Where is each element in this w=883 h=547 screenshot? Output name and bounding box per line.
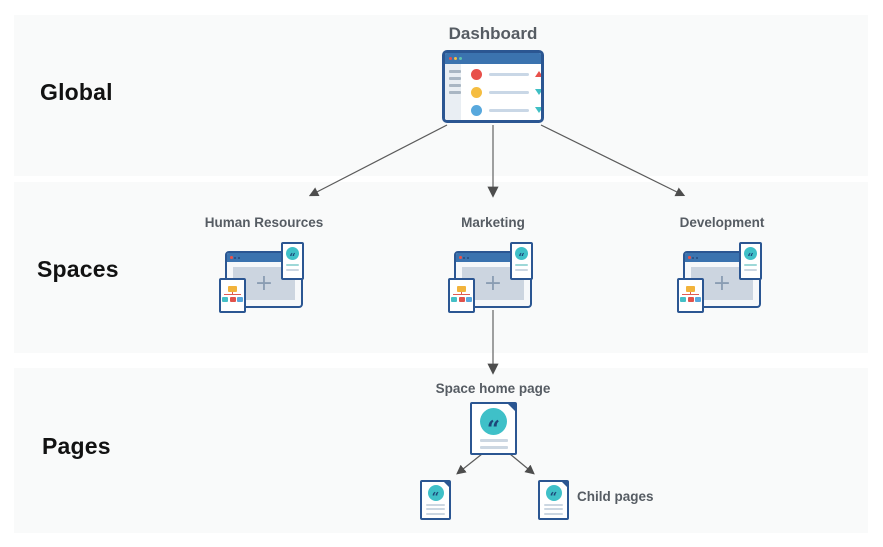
bullet-yellow-icon — [471, 86, 482, 98]
dashboard-label: Dashboard — [448, 24, 538, 43]
text-line — [544, 508, 563, 510]
titlebar-dot-teal-icon — [459, 57, 462, 60]
org-chart-icon — [219, 278, 246, 313]
titlebar-dot-icon — [466, 256, 469, 259]
titlebar-dot-red-icon — [459, 256, 462, 259]
text-line — [286, 269, 299, 271]
space-label: Human Resources — [204, 215, 324, 230]
window-titlebar — [685, 253, 759, 262]
page-fold-corner-icon — [443, 481, 450, 488]
row-label-global: Global — [40, 79, 113, 105]
row-label-spaces: Spaces — [37, 256, 119, 282]
titlebar-dot-red-icon — [230, 256, 233, 259]
browser-body — [445, 64, 541, 120]
dashboard-row — [471, 104, 541, 116]
page-fold-corner-icon — [561, 481, 568, 488]
text-line — [744, 264, 757, 266]
window-titlebar — [227, 253, 301, 262]
text-line — [515, 264, 528, 266]
triangle-down-icon — [535, 89, 541, 95]
quote-page-icon: “ — [739, 242, 762, 280]
titlebar-dot-red-icon — [449, 57, 452, 60]
text-line — [489, 90, 529, 94]
text-line — [426, 508, 445, 510]
org-chart-icon — [448, 278, 475, 313]
row-label-pages: Pages — [42, 433, 111, 459]
bullet-red-icon — [471, 68, 482, 80]
titlebar-dot-icon — [692, 256, 694, 259]
child-page-icon-right: “ — [538, 480, 569, 520]
bullet-blue-icon — [471, 104, 482, 116]
text-line — [744, 269, 757, 271]
quote-circle-icon: “ — [427, 485, 444, 501]
titlebar-dot-icon — [695, 256, 698, 259]
quote-page-icon: “ — [281, 242, 304, 280]
space-node-marketing: Marketing + “ — [418, 215, 568, 315]
text-line — [544, 503, 563, 506]
page-fold-corner-icon — [507, 403, 516, 412]
space-node-human-resources: Human Resources + “ — [189, 215, 339, 315]
text-line — [515, 269, 528, 271]
child-pages-label: Child pages — [577, 489, 654, 504]
titlebar-dot-icon — [237, 256, 240, 259]
quote-page-icon: “ — [510, 242, 533, 280]
triangle-down-icon — [535, 107, 541, 113]
titlebar-dot-icon — [463, 256, 465, 259]
quote-circle-icon: “ — [744, 247, 757, 260]
text-line — [286, 264, 299, 266]
dashboard-node: Dashboard — [418, 24, 568, 123]
org-chart-icon — [677, 278, 704, 313]
quote-circle-icon: “ — [545, 485, 562, 501]
dashboard-browser-icon — [442, 50, 544, 123]
text-line — [489, 72, 529, 76]
quote-circle-icon: “ — [515, 247, 528, 260]
window-titlebar — [456, 253, 530, 262]
browser-sidebar — [445, 64, 461, 120]
space-home-page-icon: “ — [470, 402, 517, 455]
text-line — [479, 446, 508, 449]
text-line — [479, 439, 508, 442]
quote-circle-icon: “ — [480, 408, 507, 435]
dashboard-row — [471, 68, 541, 80]
child-page-icon-left: “ — [420, 480, 451, 520]
space-node-development: Development + “ — [647, 215, 797, 315]
browser-titlebar — [445, 53, 541, 64]
space-label: Development — [679, 215, 765, 230]
text-line — [426, 512, 445, 515]
space-home-page-label: Space home page — [435, 381, 551, 396]
text-line — [426, 503, 445, 506]
browser-content — [461, 64, 541, 120]
titlebar-dot-red-icon — [688, 256, 691, 259]
dashboard-row — [471, 86, 541, 98]
space-label: Marketing — [461, 215, 525, 230]
quote-circle-icon: “ — [286, 247, 299, 260]
titlebar-dot-icon — [234, 256, 236, 259]
titlebar-dot-yellow-icon — [454, 57, 457, 60]
text-line — [489, 108, 529, 112]
triangle-up-icon — [535, 71, 541, 77]
text-line — [544, 512, 563, 515]
